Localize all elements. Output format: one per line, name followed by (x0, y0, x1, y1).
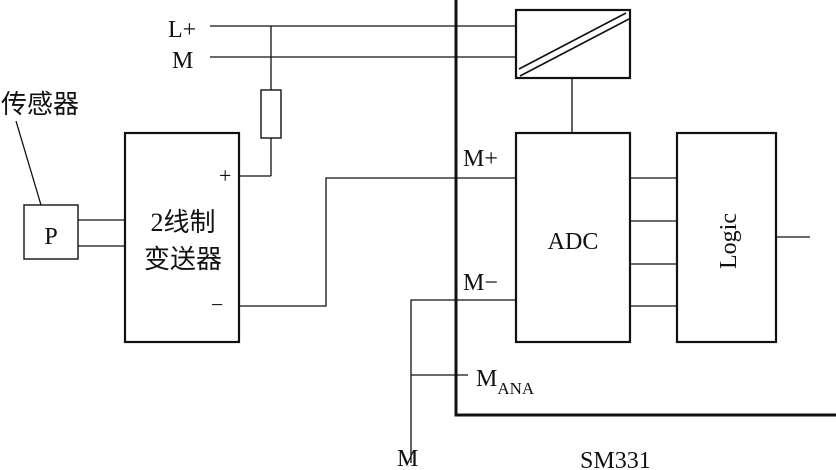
module-name-label: SM331 (580, 448, 651, 470)
sensor-box (23, 204, 79, 260)
fuse-symbol (260, 89, 282, 139)
m-plus-label: M+ (463, 146, 498, 172)
m-ana-subscript: ANA (497, 379, 535, 398)
transmitter-minus-label: − (211, 292, 223, 317)
sensor-pointer-line (15, 120, 42, 206)
transmitter-line2: 变送器 (144, 245, 222, 274)
l-plus-label: L+ (168, 17, 196, 43)
sm331-module-outline (454, 0, 836, 417)
m-minus-wire (410, 299, 516, 463)
converter-diagonal-2 (519, 18, 630, 77)
converter-diagonal-1 (518, 12, 627, 70)
adc-block (514, 131, 632, 344)
ground-m-label: M (397, 446, 418, 470)
m-ana-label: MANA (476, 366, 535, 398)
transmitter-minus-to-m-plus-wire (239, 177, 516, 307)
adc-label: ADC (548, 229, 599, 255)
sensor-title: 传感器 (1, 90, 79, 119)
transmitter-plus-label: + (219, 163, 231, 188)
sensor-symbol: P (44, 224, 57, 250)
transmitter-block (123, 131, 241, 344)
m-minus-label: M− (463, 270, 498, 296)
m-rail-label: M (172, 48, 193, 74)
logic-label: Logic (716, 213, 742, 269)
m-ana-main: M (476, 366, 497, 392)
transmitter-line1: 2线制 (150, 208, 215, 237)
